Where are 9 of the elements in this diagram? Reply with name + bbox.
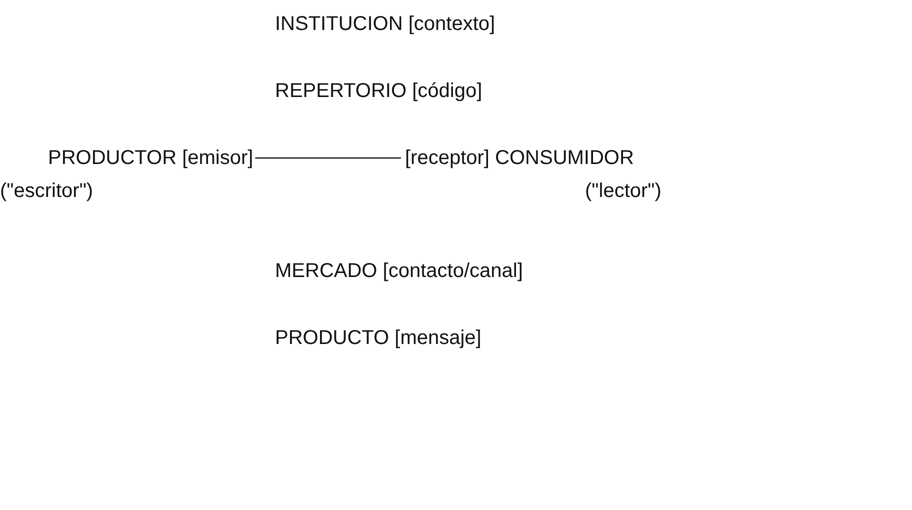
node-caption: ("escritor") xyxy=(0,179,94,203)
text-label: MERCADO [contacto/canal] xyxy=(275,259,523,283)
node-label: PRODUCTOR [emisor] xyxy=(48,146,254,170)
text-label: PRODUCTO [mensaje] xyxy=(275,326,482,350)
connector-line xyxy=(255,157,401,159)
text-label: INSTITUCION [contexto] xyxy=(275,12,496,36)
text-label: REPERTORIO [código] xyxy=(275,79,482,103)
node-label: [receptor] CONSUMIDOR xyxy=(405,146,634,170)
node-caption: ("lector") xyxy=(585,179,662,203)
